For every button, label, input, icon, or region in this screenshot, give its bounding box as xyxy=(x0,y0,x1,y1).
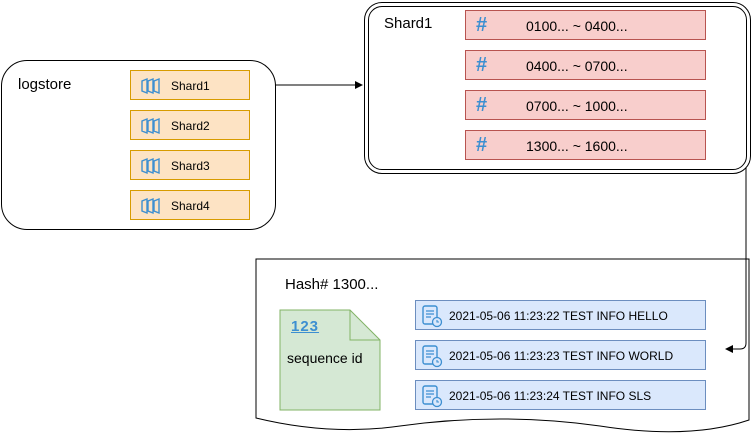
shard-icon xyxy=(141,117,160,135)
shard-label: Shard1 xyxy=(171,79,210,93)
sequence-number-icon: 123 xyxy=(291,318,320,335)
shard-label: Shard4 xyxy=(171,199,210,213)
range-item-1[interactable]: # 0100... ~ 0400... xyxy=(465,10,706,40)
log-file-icon xyxy=(422,305,443,328)
hash-icon: # xyxy=(476,134,488,156)
shard1-title: Shard1 xyxy=(384,15,433,32)
hash-arrow xyxy=(706,145,747,353)
logstore-title: logstore xyxy=(18,76,72,93)
shard1-inner-border xyxy=(368,6,747,170)
log-entry-text: 2021-05-06 11:23:24 TEST INFO SLS xyxy=(449,389,652,403)
shard-item-4[interactable]: Shard4 xyxy=(130,190,250,220)
shard-icon xyxy=(141,77,160,95)
shard-item-1[interactable]: Shard1 xyxy=(130,70,250,100)
range-label: 0700... ~ 1000... xyxy=(526,98,628,114)
shard-label: Shard3 xyxy=(171,159,210,173)
log-file-icon xyxy=(422,385,443,408)
hash-doc-title: Hash# 1300... xyxy=(285,276,379,293)
hash-icon: # xyxy=(476,14,488,36)
log-file-icon xyxy=(422,345,443,368)
log-entry-text: 2021-05-06 11:23:22 TEST INFO HELLO xyxy=(449,309,668,323)
range-item-4[interactable]: # 1300... ~ 1600... xyxy=(465,130,706,160)
shard-icon xyxy=(141,197,160,215)
range-label: 0100... ~ 0400... xyxy=(526,18,628,34)
log-entry-1[interactable]: 2021-05-06 11:23:22 TEST INFO HELLO xyxy=(415,300,706,330)
log-entry-3[interactable]: 2021-05-06 11:23:24 TEST INFO SLS xyxy=(415,380,706,410)
shard-item-3[interactable]: Shard3 xyxy=(130,150,250,180)
shard-item-2[interactable]: Shard2 xyxy=(130,110,250,140)
log-entry-2[interactable]: 2021-05-06 11:23:23 TEST INFO WORLD xyxy=(415,340,706,370)
hash-icon: # xyxy=(476,94,488,116)
range-item-3[interactable]: # 0700... ~ 1000... xyxy=(465,90,706,120)
hash-icon: # xyxy=(476,54,488,76)
sequence-id-label: sequence id xyxy=(287,350,363,366)
range-label: 0400... ~ 0700... xyxy=(526,58,628,74)
range-label: 1300... ~ 1600... xyxy=(526,138,628,154)
shard-label: Shard2 xyxy=(171,119,210,133)
shard-icon xyxy=(141,157,160,175)
log-entry-text: 2021-05-06 11:23:23 TEST INFO WORLD xyxy=(449,349,674,363)
range-item-2[interactable]: # 0400... ~ 0700... xyxy=(465,50,706,80)
